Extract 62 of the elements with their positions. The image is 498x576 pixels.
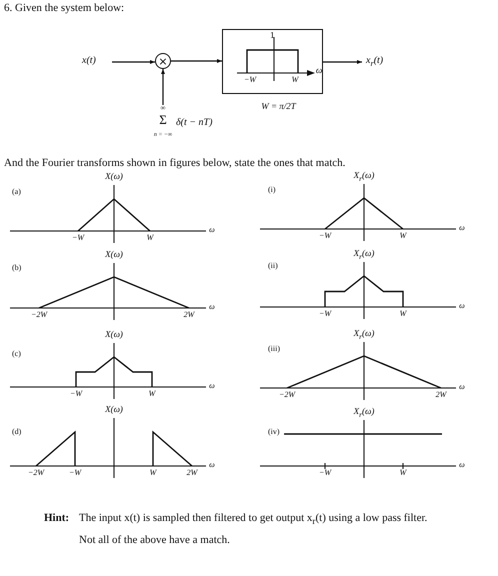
axis-label: X$_{r}$(ω) [354,329,374,342]
axis-label: X(ω) [105,172,123,182]
part-label: (ii) [268,262,278,271]
axis-label: ω [209,461,215,470]
tick-label: −W [318,232,332,241]
hint-heading: Hint: [44,512,70,526]
title: 6. Given the system below: [4,2,124,16]
part-label: (d) [12,428,22,437]
tick-label: W [400,469,406,478]
part-label: (iv) [268,428,280,437]
tick-label: −2W [278,391,296,400]
axis-label: ω [459,461,465,470]
axis-label: X(ω) [105,330,123,340]
tick-label: −W [318,469,332,478]
axis-label: X(ω) [105,405,123,415]
axis-label: ω [209,303,215,312]
math-label: W [292,76,298,85]
multiplier-circle: × [155,53,171,69]
input-label: x(t) [82,55,96,66]
math-label: ω [316,66,322,76]
filter-box [222,29,323,94]
axis-label: ω [459,383,465,392]
axis-label: ω [459,224,465,233]
hint-text: The input x(t) is sampled then filtered to get output x$_{r}$(t) using a low pass filter. [79,512,428,528]
part-label: (b) [12,264,22,273]
note-text: Not all of the above have a match. [79,534,230,548]
tick-label: W [148,390,156,399]
math-label: δ(t − nT) [176,117,212,128]
math-label: −W [244,76,256,85]
tick-label: W [146,234,154,243]
axis-label: ω [209,226,215,235]
instruction-text: And the Fourier transforms shown in figures below, state the ones that match. [4,157,346,170]
arrow [171,59,222,63]
math-label: W = π/2T [261,102,296,112]
math-label: 1 [270,31,274,41]
part-label: (iii) [268,345,280,354]
part-label: (a) [12,188,21,197]
tick-label: 2W [184,311,194,320]
math-label: Σ [159,113,167,128]
axis-label: X$_{r}$(ω) [354,407,374,420]
tick-label: −2W [30,311,48,320]
axis-label: ω [209,382,215,391]
output-label: x$_{r}$(t) [366,55,384,68]
tick-label: −W [70,390,82,399]
arrow [161,69,165,105]
axis-label: X(ω) [105,250,123,260]
tick-label: 2W [186,469,198,478]
tick-label: W [150,469,156,478]
tick-label: W [400,232,406,241]
axis-label: ω [459,302,465,311]
tick-label: 2W [436,391,446,400]
arrow [323,60,362,64]
tick-label: W [400,310,406,319]
part-label: (c) [12,350,21,359]
part-label: (i) [268,186,276,195]
arrow [112,60,155,64]
tick-label: −W [68,469,82,478]
tick-label: −W [72,234,84,243]
axis-label: X$_{r}$(ω) [354,249,374,262]
tick-label: −2W [28,469,44,478]
tick-label: −W [318,310,332,319]
axis-label: X$_{r}$(ω) [354,171,374,184]
